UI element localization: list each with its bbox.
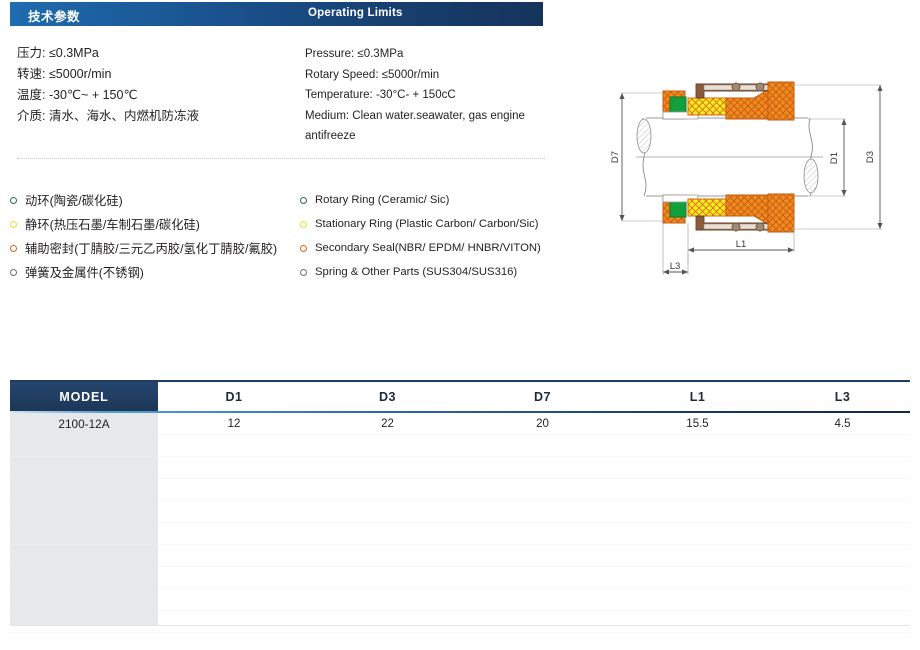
table-header-d3: D3: [379, 389, 396, 404]
break-line-left: [636, 117, 652, 197]
materials-chinese: 动环(陶瓷/碳化硅) 静环(热压石墨/车制石墨/碳化硅) 辅助密封(丁腈胶/三元…: [10, 188, 300, 284]
table-header-underline: [10, 411, 910, 413]
bullet-icon: [10, 244, 17, 252]
spec-cn-temperature: 温度: -30℃~ + 150℃: [17, 88, 138, 102]
material-item-en-spring-parts: Spring & Other Parts (SUS304/SUS316): [300, 260, 560, 284]
section-header-bar: 技术参数 Operating Limits: [10, 2, 543, 26]
dimension-d3: D3: [794, 84, 883, 230]
material-label: 辅助密封(丁腈胶/三元乙丙胶/氢化丁腈胶/氟胶): [25, 242, 278, 256]
seal-assembly-upper: [662, 81, 795, 121]
break-line-right: [803, 117, 819, 197]
material-label: 动环(陶瓷/碳化硅): [25, 194, 123, 208]
table-header-l3: L3: [834, 389, 851, 404]
table-header-row: MODEL D1 D3 D7 L1 L3: [10, 382, 910, 411]
material-item-en-stationary-ring: Stationary Ring (Plastic Carbon/ Carbon/…: [300, 212, 560, 236]
dimension-l3: L3: [662, 223, 689, 275]
material-label: Spring & Other Parts (SUS304/SUS316): [315, 266, 518, 278]
table-header-model: MODEL: [10, 382, 158, 411]
table-row-empty[interactable]: [10, 545, 910, 567]
seal-drawing-svg: D7 D1 D3: [610, 81, 883, 275]
table-header-d1: D1: [225, 389, 243, 404]
material-label: Stationary Ring (Plastic Carbon/ Carbon/…: [315, 218, 539, 230]
spec-en-pressure: Pressure: ≤0.3MPa: [305, 48, 404, 60]
cell-d3: 22: [381, 418, 394, 430]
spec-en-medium: Medium: Clean water.seawater, gas engine: [305, 109, 525, 122]
cell-d7: 20: [536, 418, 549, 430]
dimension-label-d3: D3: [865, 151, 876, 163]
material-label: 静环(热压石墨/车制石墨/碳化硅): [25, 218, 200, 232]
table-header-model-label: MODEL: [59, 389, 109, 404]
section-divider: [17, 158, 545, 159]
dimension-d1: D1: [808, 118, 847, 197]
material-label: Secondary Seal(NBR/ EPDM/ HNBR/VITON): [315, 242, 541, 254]
table-row-empty[interactable]: [10, 435, 910, 457]
bullet-icon: [300, 220, 307, 228]
dimension-label-d7: D7: [610, 151, 621, 163]
table-row-empty[interactable]: [10, 611, 910, 633]
table-bottom-border: [10, 625, 910, 626]
cell-l1: 15.5: [686, 418, 709, 430]
bullet-icon: [300, 268, 307, 276]
spec-cn-pressure: 压力: ≤0.3MPa: [17, 46, 99, 60]
specs-english: Pressure: ≤0.3MPa Rotary Speed: ≤5000r/m…: [305, 44, 545, 147]
material-item-en-secondary-seal: Secondary Seal(NBR/ EPDM/ HNBR/VITON): [300, 236, 560, 260]
table-header-l1: L1: [689, 389, 706, 404]
table-row-empty[interactable]: [10, 457, 910, 479]
dimension-d7: D7: [610, 92, 664, 222]
dimensions-table: MODEL D1 D3 D7 L1 L3 2100-12A 12 22 20 1…: [10, 380, 910, 645]
spec-cn-speed: 转速: ≤5000r/min: [17, 67, 112, 81]
table-row-empty[interactable]: [10, 479, 910, 501]
table-row[interactable]: 2100-12A 12 22 20 15.5 4.5: [10, 413, 910, 435]
dimension-label-l3: L3: [670, 261, 681, 272]
material-label: Rotary Ring (Ceramic/ Sic): [315, 194, 450, 206]
cell-model: 2100-12A: [58, 417, 110, 431]
spec-en-speed: Rotary Speed: ≤5000r/min: [305, 68, 440, 81]
table-row-empty[interactable]: [10, 567, 910, 589]
bullet-icon: [300, 196, 307, 204]
material-item-cn-spring-parts: 弹簧及金属件(不锈钢): [10, 260, 300, 284]
specs-chinese: 压力: ≤0.3MPa 转速: ≤5000r/min 温度: -30℃~ + 1…: [17, 43, 287, 127]
spec-cn-medium: 介质: 清水、海水、内燃机防冻液: [17, 109, 199, 123]
shaft-outline: [636, 117, 823, 197]
cell-d1: 12: [227, 418, 241, 430]
materials-english: Rotary Ring (Ceramic/ Sic) Stationary Ri…: [300, 188, 560, 284]
table-header-d7: D7: [534, 389, 551, 404]
header-title-en: Operating Limits: [308, 7, 403, 19]
material-label: 弹簧及金属件(不锈钢): [25, 266, 144, 280]
yellow-seal-ring: [687, 97, 727, 116]
table-top-border: [10, 380, 910, 382]
dimension-label-l1: L1: [736, 239, 747, 250]
table-row-empty[interactable]: [10, 523, 910, 545]
header-title-cn: 技术参数: [28, 10, 81, 24]
seal-assembly-lower: [662, 193, 795, 233]
material-item-en-rotary-ring: Rotary Ring (Ceramic/ Sic): [300, 188, 560, 212]
seal-cross-section-drawing: D7 D1 D3: [608, 78, 914, 283]
bullet-icon: [10, 268, 17, 276]
spec-en-temperature: Temperature: -30°C- + 150cC: [305, 89, 456, 101]
spec-en-medium-cont: antifreeze: [305, 130, 356, 142]
table-model-column-background: [10, 413, 158, 625]
bullet-icon: [10, 196, 17, 204]
material-item-cn-rotary-ring: 动环(陶瓷/碳化硅): [10, 188, 300, 212]
table-body: 2100-12A 12 22 20 15.5 4.5: [10, 413, 910, 633]
material-item-cn-secondary-seal: 辅助密封(丁腈胶/三元乙丙胶/氢化丁腈胶/氟胶): [10, 236, 300, 260]
dimension-label-d1: D1: [829, 152, 840, 164]
table-row-empty[interactable]: [10, 501, 910, 523]
bullet-icon: [300, 244, 307, 252]
table-row-empty[interactable]: [10, 589, 910, 611]
material-item-cn-stationary-ring: 静环(热压石墨/车制石墨/碳化硅): [10, 212, 300, 236]
bullet-icon: [10, 220, 17, 228]
cell-l3: 4.5: [834, 418, 851, 430]
